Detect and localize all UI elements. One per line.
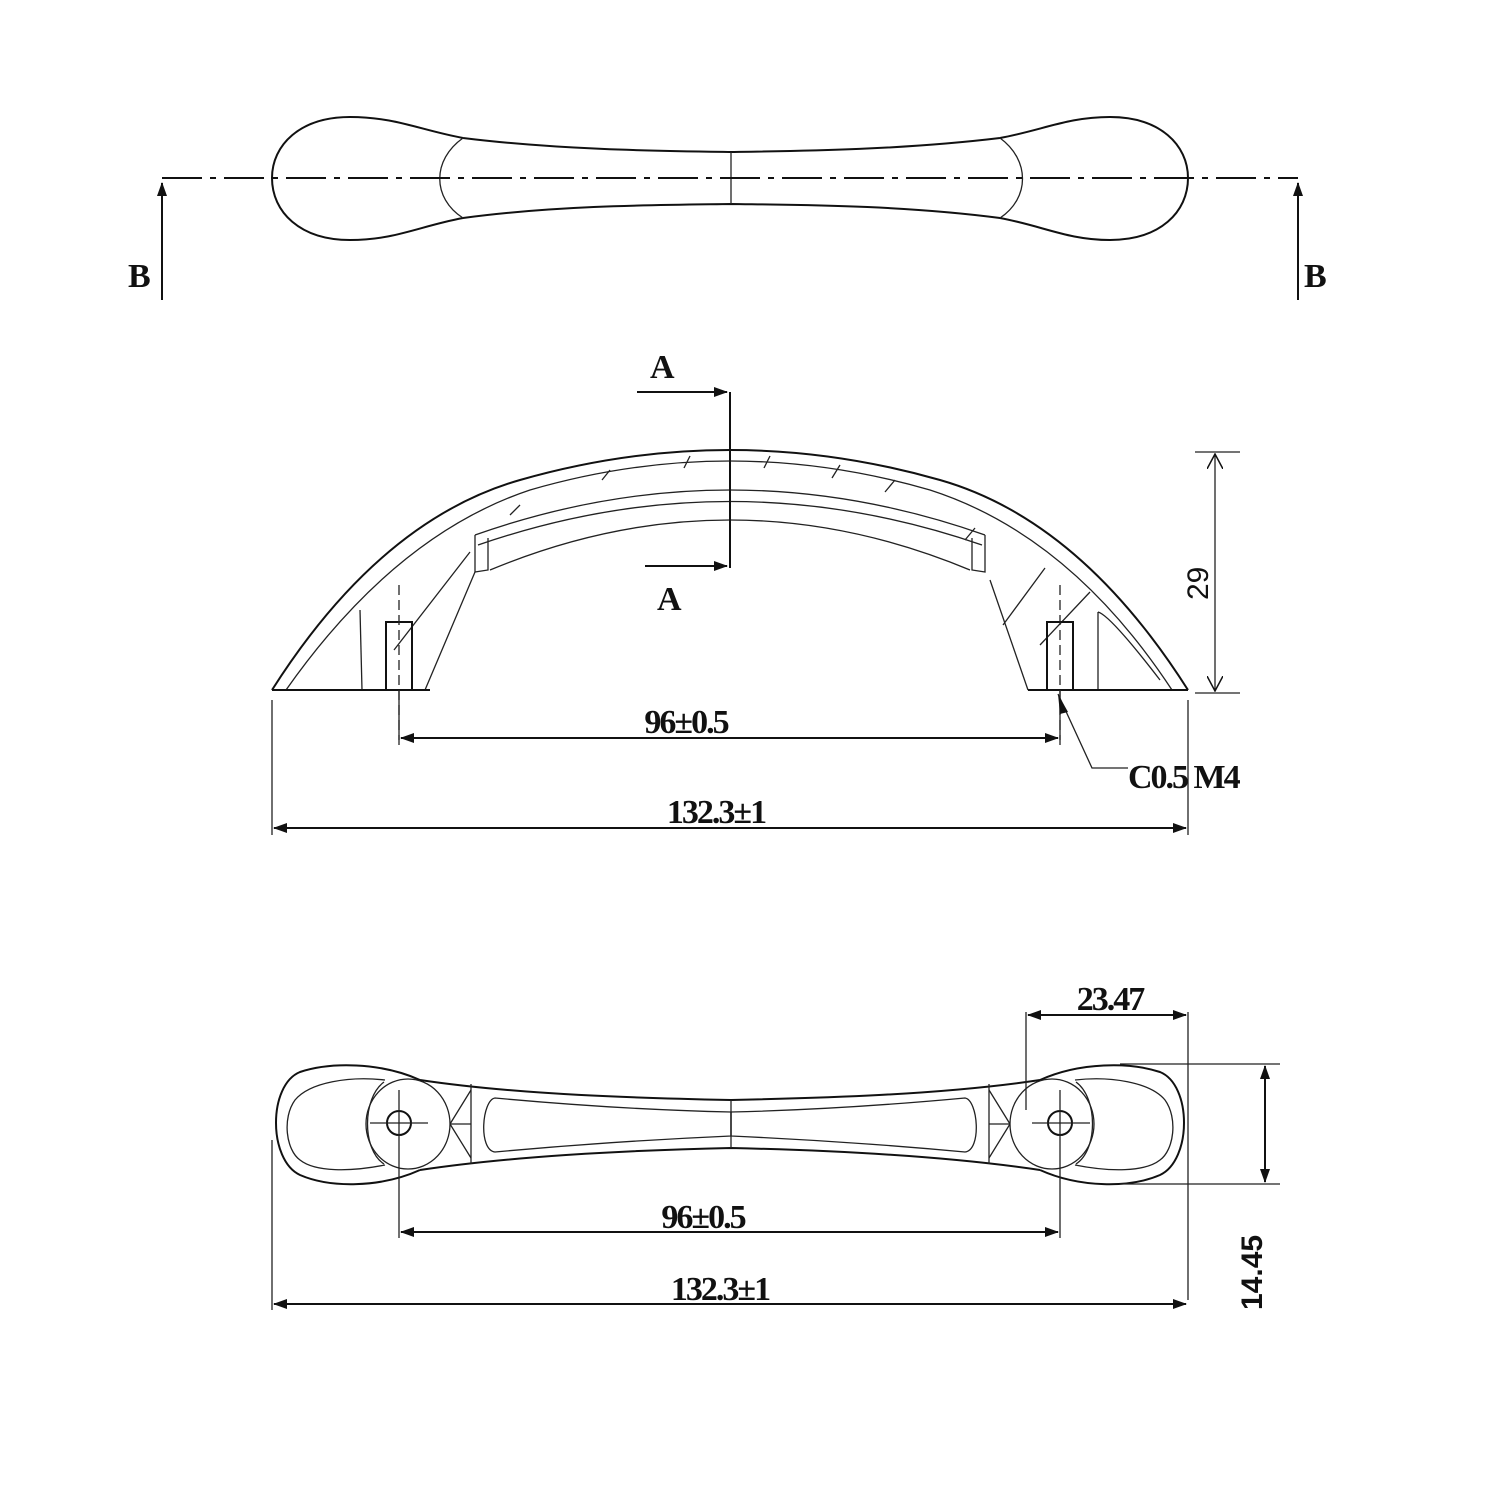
bottom-left-joint-web bbox=[449, 1089, 472, 1159]
top-view: B B bbox=[128, 115, 1327, 300]
section-label-a-top: A bbox=[650, 349, 675, 386]
bottom-bar-top-edge bbox=[419, 1079, 1041, 1102]
bottom-right-end-inner bbox=[1074, 1078, 1174, 1171]
front-right-leg-diag1 bbox=[1002, 567, 1046, 626]
bottom-right-crescent bbox=[1075, 1081, 1094, 1165]
front-left-leg-inner bbox=[424, 571, 476, 691]
top-view-outline bbox=[270, 115, 1190, 242]
bottom-view: 23.47 14.45 96±0.5 132.3±1 bbox=[271, 981, 1280, 1310]
section-label-b-left: B bbox=[128, 258, 151, 295]
front-right-rib-end bbox=[971, 535, 986, 573]
front-left-leg-diag bbox=[393, 551, 471, 651]
front-right-leg-inner bbox=[989, 579, 1029, 691]
section-label-b-right: B bbox=[1304, 258, 1327, 295]
bottom-right-slot bbox=[730, 1097, 977, 1153]
front-right-web bbox=[1097, 611, 1161, 690]
thread-callout-leader bbox=[1057, 693, 1128, 769]
front-left-web bbox=[359, 609, 363, 691]
bottom-left-slot bbox=[483, 1097, 732, 1153]
dim-29-label: 29 bbox=[1182, 567, 1215, 600]
dim-132-bottom-label: 132.3±1 bbox=[671, 1271, 770, 1308]
thread-callout-label: C0.5 M4 bbox=[1128, 759, 1241, 796]
bottom-left-boss bbox=[365, 1078, 451, 1170]
front-right-leg-diag2 bbox=[1039, 591, 1091, 646]
dim-132-front-label: 132.3±1 bbox=[667, 794, 766, 831]
dim-96-front-label: 96±0.5 bbox=[644, 704, 728, 741]
thread-callout-arrowhead bbox=[1058, 694, 1068, 714]
dim-23-label: 23.47 bbox=[1077, 981, 1146, 1018]
section-label-a-bottom: A bbox=[657, 581, 682, 618]
front-arch-segments bbox=[509, 455, 976, 541]
dim-14-label: 14.45 bbox=[1236, 1235, 1269, 1310]
front-view: A A 29 96±0.5 132.3±1 C0.5 M4 bbox=[271, 349, 1243, 835]
bottom-right-boss bbox=[1009, 1078, 1095, 1170]
top-view-right-transition bbox=[999, 137, 1023, 219]
bottom-right-joint-web bbox=[988, 1089, 1011, 1159]
front-left-rib-end bbox=[474, 535, 489, 573]
bottom-left-end-inner bbox=[286, 1078, 386, 1171]
dim-96-bottom-label: 96±0.5 bbox=[661, 1199, 745, 1236]
bottom-right-end-outer bbox=[1039, 1064, 1185, 1186]
bottom-left-end-outer bbox=[275, 1064, 421, 1186]
bottom-bar-bottom-edge bbox=[419, 1146, 1041, 1171]
bottom-left-crescent bbox=[366, 1081, 385, 1165]
